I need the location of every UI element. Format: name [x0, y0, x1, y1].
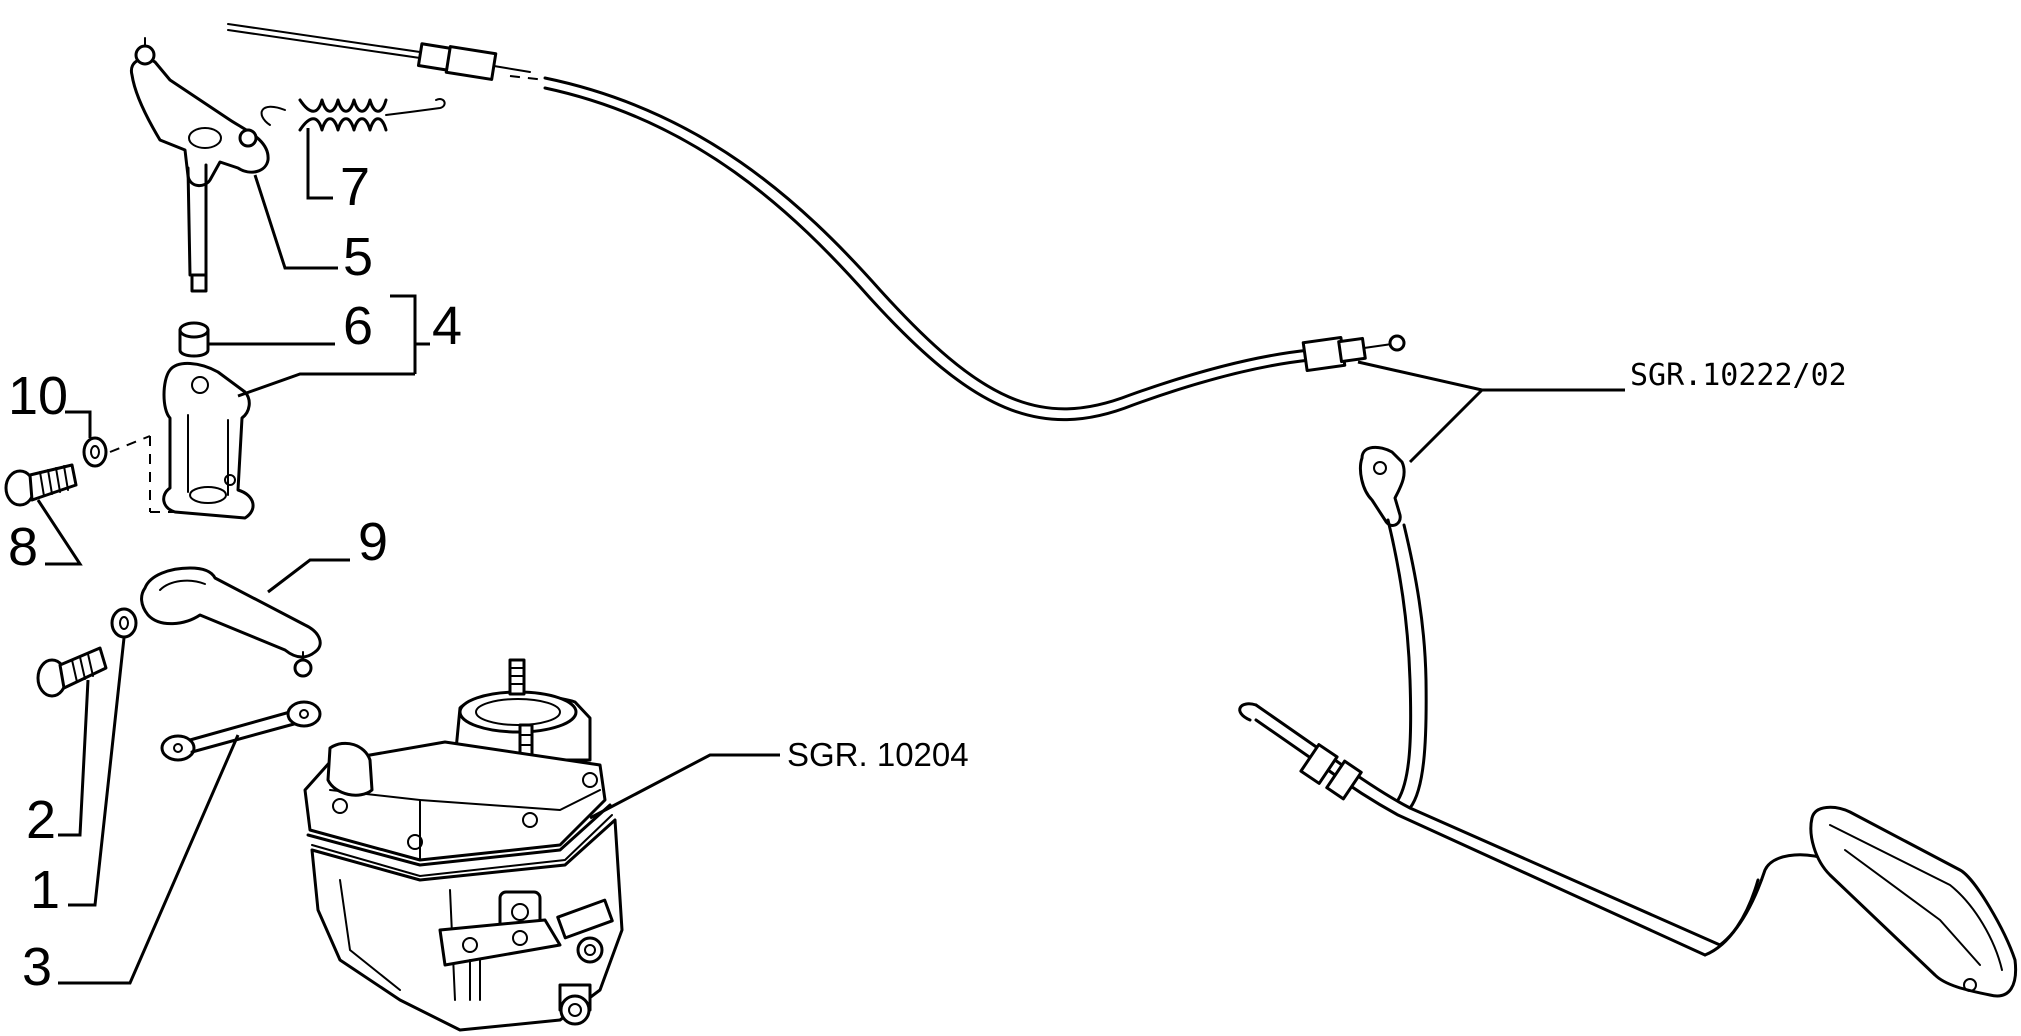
bush: [178, 321, 210, 358]
throttle-lever: [140, 566, 322, 678]
throttle-lever-shaft: [129, 37, 270, 293]
bolt-2: [36, 646, 108, 698]
support-bracket: [162, 362, 255, 520]
callout-8: 8: [8, 517, 38, 577]
callout-4: 4: [432, 296, 462, 356]
callout-7: 7: [340, 157, 370, 217]
callout-3: 3: [22, 937, 52, 997]
throttle-cable: [227, 23, 1406, 422]
accelerator-pedal-assembly: [1238, 445, 2018, 998]
return-spring: [260, 98, 446, 132]
reference-pedal-cable: SGR.10222/02: [1630, 358, 1847, 393]
callout-6: 6: [343, 296, 373, 356]
callout-labels: 7 5 6 4 10 8 9 2 1 3 SGR. 10204 SGR.1022…: [8, 157, 1847, 997]
washer-1: [110, 607, 138, 639]
callout-2: 2: [26, 790, 56, 850]
callout-10: 10: [8, 366, 68, 426]
reference-carburetor: SGR. 10204: [787, 736, 969, 773]
bolt-8: [4, 463, 78, 507]
washer-10: [82, 436, 108, 468]
callout-5: 5: [343, 227, 373, 287]
connecting-rod: [160, 700, 322, 762]
leader-lines: [36, 128, 1625, 985]
carburetor: [303, 658, 624, 1032]
callout-1: 1: [30, 860, 60, 920]
callout-9: 9: [358, 512, 388, 572]
